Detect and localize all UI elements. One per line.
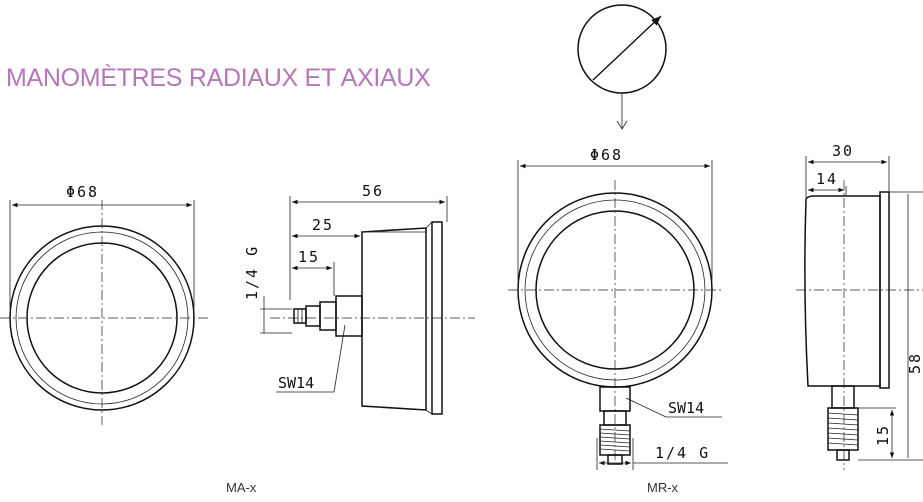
ma-side-small-label: 15 bbox=[298, 248, 320, 266]
arrow-down-icon bbox=[616, 93, 628, 130]
mr-side-total-label: 30 bbox=[832, 142, 854, 160]
mr-side-stem-label: 15 bbox=[874, 424, 892, 446]
ma-side-mid-label: 25 bbox=[312, 216, 334, 234]
ma-front-diameter-label: Φ68 bbox=[66, 183, 99, 201]
caption-ma: MA-x bbox=[226, 480, 257, 495]
mr-front-thread-label: 1/4 G bbox=[655, 444, 710, 462]
ma-side-wrench-label: SW14 bbox=[278, 374, 314, 392]
dial-symbol bbox=[577, 4, 667, 130]
ma-side-view: 56 25 15 1/4 G SW14 bbox=[243, 182, 475, 415]
mr-side-view: 30 14 58 15 bbox=[796, 142, 923, 470]
mr-side-mid-label: 14 bbox=[816, 170, 838, 188]
page-title: MANOMÈTRES RADIAUX ET AXIAUX bbox=[6, 64, 431, 92]
mr-front-view: Φ68 SW14 1/4 G bbox=[508, 146, 728, 470]
caption-mr: MR-x bbox=[647, 480, 679, 495]
needle-arrow-icon bbox=[592, 15, 662, 81]
ma-side-thread-label: 1/4 G bbox=[243, 245, 261, 300]
mr-front-diameter-label: Φ68 bbox=[590, 146, 623, 164]
mr-side-height-label: 58 bbox=[906, 352, 923, 374]
ma-side-total-label: 56 bbox=[362, 182, 384, 200]
ma-front-view: Φ68 bbox=[0, 183, 208, 425]
gauge-dial-icon bbox=[577, 4, 667, 94]
mr-front-wrench-label: SW14 bbox=[668, 399, 704, 417]
